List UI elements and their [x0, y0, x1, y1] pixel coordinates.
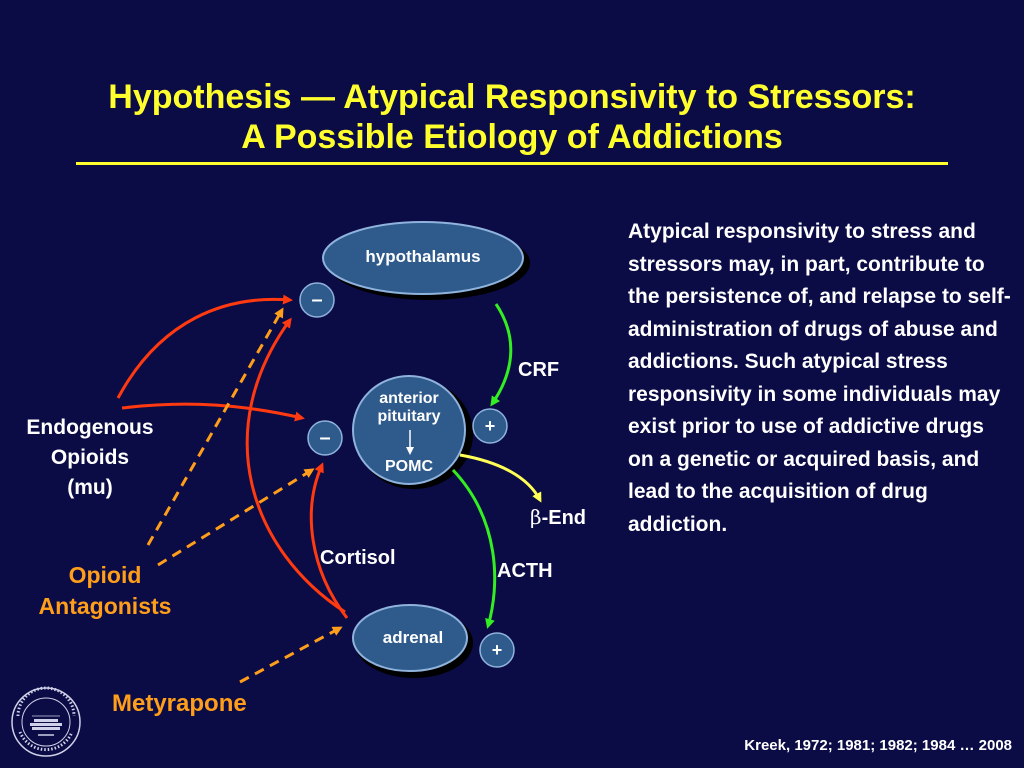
endogenous-line1: Endogenous: [26, 416, 154, 439]
anterior-pituitary-label-line1: anterior: [379, 390, 439, 407]
body-text: Atypical responsivity to stress and stre…: [628, 220, 1011, 536]
adrenal-label: adrenal: [382, 628, 444, 647]
beta-end-arrow: [459, 453, 542, 503]
pituitary-inhibit-circle: [307, 420, 343, 456]
antagonist-to-pituitary-arrow: [157, 468, 315, 567]
metyrapone-label: Metyrapone: [112, 690, 247, 717]
anterior-pituitary-label-line2: pituitary: [377, 408, 441, 425]
crf-arrow: [490, 303, 513, 407]
hypothalamus-node: [322, 221, 524, 295]
acth-label: ACTH: [497, 560, 553, 582]
slide-title-line2: A Possible Etiology of Addictions: [241, 118, 783, 156]
slide-title-line1: Hypothesis — Atypical Responsivity to St…: [108, 78, 916, 116]
citation: Kreek, 1972; 1981; 1982; 1984 … 2008: [744, 737, 1012, 754]
hypothalamus-inhibit-circle: [299, 282, 335, 318]
cortisol-to-pituitary-arrow: [309, 462, 349, 619]
hypothalamus-label: hypothalamus: [365, 247, 481, 266]
opioid-to-hypothalamus-arrow: [116, 294, 293, 399]
cortisol-to-hypothalamus-arrow: [245, 317, 346, 614]
antagonist-to-hypothalamus-arrow: [146, 307, 284, 546]
opioid-antagonists-label: Opioid Antagonists: [10, 560, 200, 622]
crf-label: CRF: [518, 359, 560, 381]
adrenal-stimulate-sign: +: [492, 640, 503, 660]
metyrapone-arrow: [239, 626, 343, 684]
adrenal-stimulate-circle: [479, 632, 515, 668]
pituitary-stimulate-sign: +: [485, 416, 496, 436]
beta-symbol: β: [530, 505, 542, 529]
beta-end-text: -End: [541, 507, 586, 529]
anterior-pituitary-node: [352, 375, 466, 485]
endogenous-line2: Opioids: [50, 446, 130, 469]
pomc-arrowhead: [406, 447, 414, 455]
cortisol-label: Cortisol: [320, 547, 396, 569]
opioid-to-pituitary-arrow: [121, 402, 305, 422]
pituitary-stimulate-circle: [472, 408, 508, 444]
beta-end-label: β-End: [530, 505, 586, 530]
pomc-label: POMC: [385, 458, 433, 475]
acth-arrow: [451, 468, 497, 629]
endogenous-line3: (mu): [67, 476, 113, 499]
antagonists-line2: Antagonists: [38, 593, 172, 619]
pituitary-inhibit-sign: –: [319, 427, 330, 449]
adrenal-node: [352, 604, 468, 672]
endogenous-opioids-label: Endogenous Opioids (mu): [0, 413, 180, 503]
title-underline: [76, 162, 948, 165]
antagonists-line1: Opioid: [68, 562, 142, 588]
hypothalamus-inhibit-sign: –: [311, 289, 322, 311]
rockefeller-university-seal: [11, 686, 81, 757]
